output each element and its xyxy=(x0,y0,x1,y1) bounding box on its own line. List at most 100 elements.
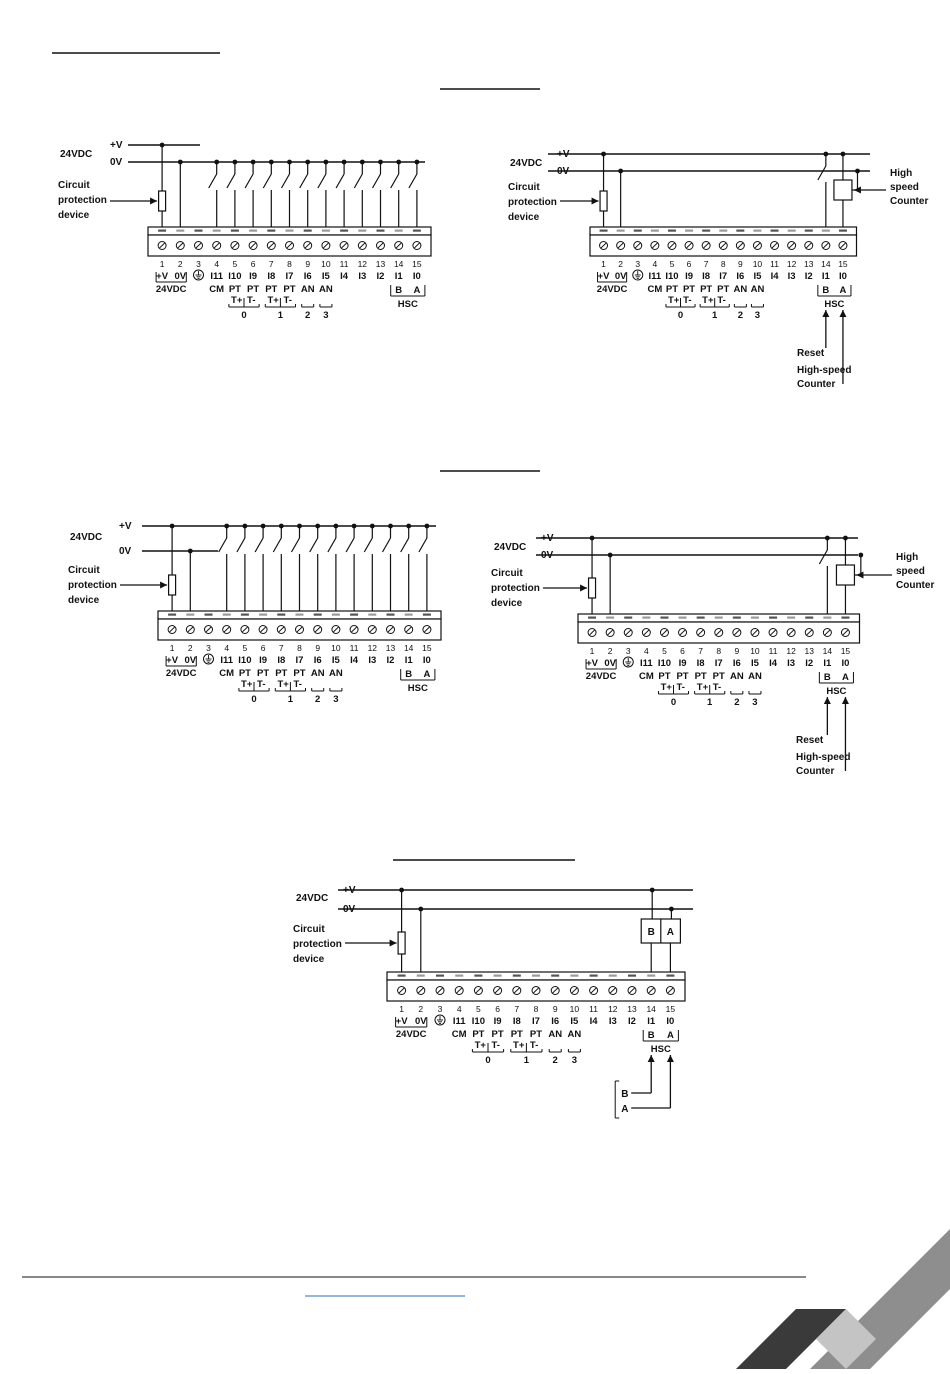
terminal-signal-label: I1 xyxy=(823,658,832,669)
pt-tminus-label: T- xyxy=(713,682,721,693)
terminal-screw-slot xyxy=(169,626,176,633)
terminal-number: 10 xyxy=(331,643,341,653)
terminal-function-label: AN xyxy=(730,671,744,682)
input-switch-contact xyxy=(236,537,246,553)
terminal-screw-slot xyxy=(494,987,501,994)
input-switch-contact xyxy=(335,173,345,189)
terminal-tab xyxy=(551,974,560,977)
terminal-screw-slot xyxy=(332,626,339,633)
an-group-number: 2 xyxy=(305,310,310,321)
terminal-signal-label: I6 xyxy=(551,1016,559,1027)
input-b-arrow-head xyxy=(647,1055,655,1062)
terminal-number: 12 xyxy=(786,646,796,656)
an-group-number: 3 xyxy=(752,697,757,708)
terminal-screw-slot xyxy=(296,626,303,633)
input-switch-contact xyxy=(244,173,254,189)
circuit-protection-label: device xyxy=(293,954,325,965)
terminal-number: 3 xyxy=(206,643,211,653)
pt-tplus-label: T+ xyxy=(697,682,709,693)
terminal-signal-label: +V xyxy=(598,271,611,282)
terminal-tab xyxy=(714,616,723,619)
hsc-a-label: A xyxy=(840,285,847,296)
supply-voltage-label: 24VDC xyxy=(296,893,328,904)
terminal-signal-label: I4 xyxy=(771,271,780,282)
terminal-number: 13 xyxy=(627,1004,637,1014)
pt-tminus-label: T- xyxy=(247,295,255,306)
terminal-screw-slot xyxy=(715,629,722,636)
hs-counter-label: High-speed xyxy=(796,752,850,763)
junction-dot xyxy=(618,168,624,174)
terminal-screw-slot xyxy=(634,242,641,249)
terminal-signal-label: I8 xyxy=(697,658,705,669)
an-group-number: 2 xyxy=(738,310,743,321)
terminal-function-label: PT xyxy=(683,284,695,295)
terminal-signal-label: I6 xyxy=(304,271,312,282)
terminal-signal-label: I5 xyxy=(751,658,760,669)
terminal-number: 15 xyxy=(838,259,848,269)
terminal-number: 1 xyxy=(160,259,165,269)
pt-group-number: 0 xyxy=(485,1055,490,1066)
terminal-screw-slot xyxy=(617,242,624,249)
encoder-a-label: A xyxy=(667,927,674,938)
plus-v-label: +V xyxy=(119,521,132,532)
terminal-number: 3 xyxy=(196,259,201,269)
input-switch-contact xyxy=(218,537,228,553)
supply-label: 24VDC xyxy=(166,668,197,679)
terminal-tab xyxy=(350,613,359,616)
terminal-tab xyxy=(628,974,636,977)
pt-tminus-label: T- xyxy=(683,295,691,306)
input-switch-contact xyxy=(353,173,363,189)
terminal-tab xyxy=(295,613,304,616)
pt-tminus-label: T- xyxy=(677,682,685,693)
terminal-number: 14 xyxy=(394,259,404,269)
circuit-protection-label: Circuit xyxy=(58,180,90,191)
terminal-tab xyxy=(667,229,676,232)
terminal-signal-label: I4 xyxy=(769,658,778,669)
circuit-protection-label: protection xyxy=(68,580,117,591)
pt-tplus-label: T+ xyxy=(475,1040,487,1051)
terminal-tab xyxy=(608,974,617,977)
supply-label: 24VDC xyxy=(396,1029,427,1040)
terminal-tab xyxy=(186,613,195,616)
terminal-function-label: AN xyxy=(568,1029,582,1040)
terminal-tab xyxy=(633,229,642,232)
input-switch-contact xyxy=(317,173,327,189)
protection-arrow-head xyxy=(591,197,599,205)
terminal-signal-label: I5 xyxy=(332,655,341,666)
terminal-number: 4 xyxy=(214,259,219,269)
terminal-signal-label: I5 xyxy=(570,1016,579,1027)
terminal-screw-slot xyxy=(195,242,202,249)
earth-icon xyxy=(632,269,644,281)
terminal-function-label: AN xyxy=(751,284,765,295)
circuit-protection-label: protection xyxy=(491,583,540,594)
terminal-number: 3 xyxy=(635,259,640,269)
protection-arrow-head xyxy=(160,581,168,589)
terminal-number: 2 xyxy=(618,259,623,269)
terminal-tab xyxy=(588,616,597,619)
terminal-number: 4 xyxy=(652,259,657,269)
reset-arrow-head xyxy=(823,697,831,704)
terminal-screw-slot xyxy=(513,987,520,994)
terminal-tab xyxy=(340,229,349,232)
terminal-number: 5 xyxy=(233,259,238,269)
terminal-tab xyxy=(267,229,276,232)
terminal-signal-label: I11 xyxy=(210,271,223,282)
terminal-number: 12 xyxy=(787,259,797,269)
terminal-tab xyxy=(285,229,294,232)
supply-voltage-label: 24VDC xyxy=(510,158,542,169)
terminal-screw-slot xyxy=(359,242,366,249)
input-a-arrow-head xyxy=(666,1055,674,1062)
terminal-screw-slot xyxy=(417,987,424,994)
terminal-signal-label: I10 xyxy=(228,271,241,282)
high-speed-counter-label: High xyxy=(890,168,912,179)
terminal-tab xyxy=(204,613,213,616)
input-switch-contact xyxy=(280,173,291,189)
terminal-number: 13 xyxy=(804,259,814,269)
terminal-number: 6 xyxy=(687,259,692,269)
terminal-number: 3 xyxy=(438,1004,443,1014)
terminal-screw-slot xyxy=(840,242,846,249)
terminal-number: 11 xyxy=(340,259,349,269)
